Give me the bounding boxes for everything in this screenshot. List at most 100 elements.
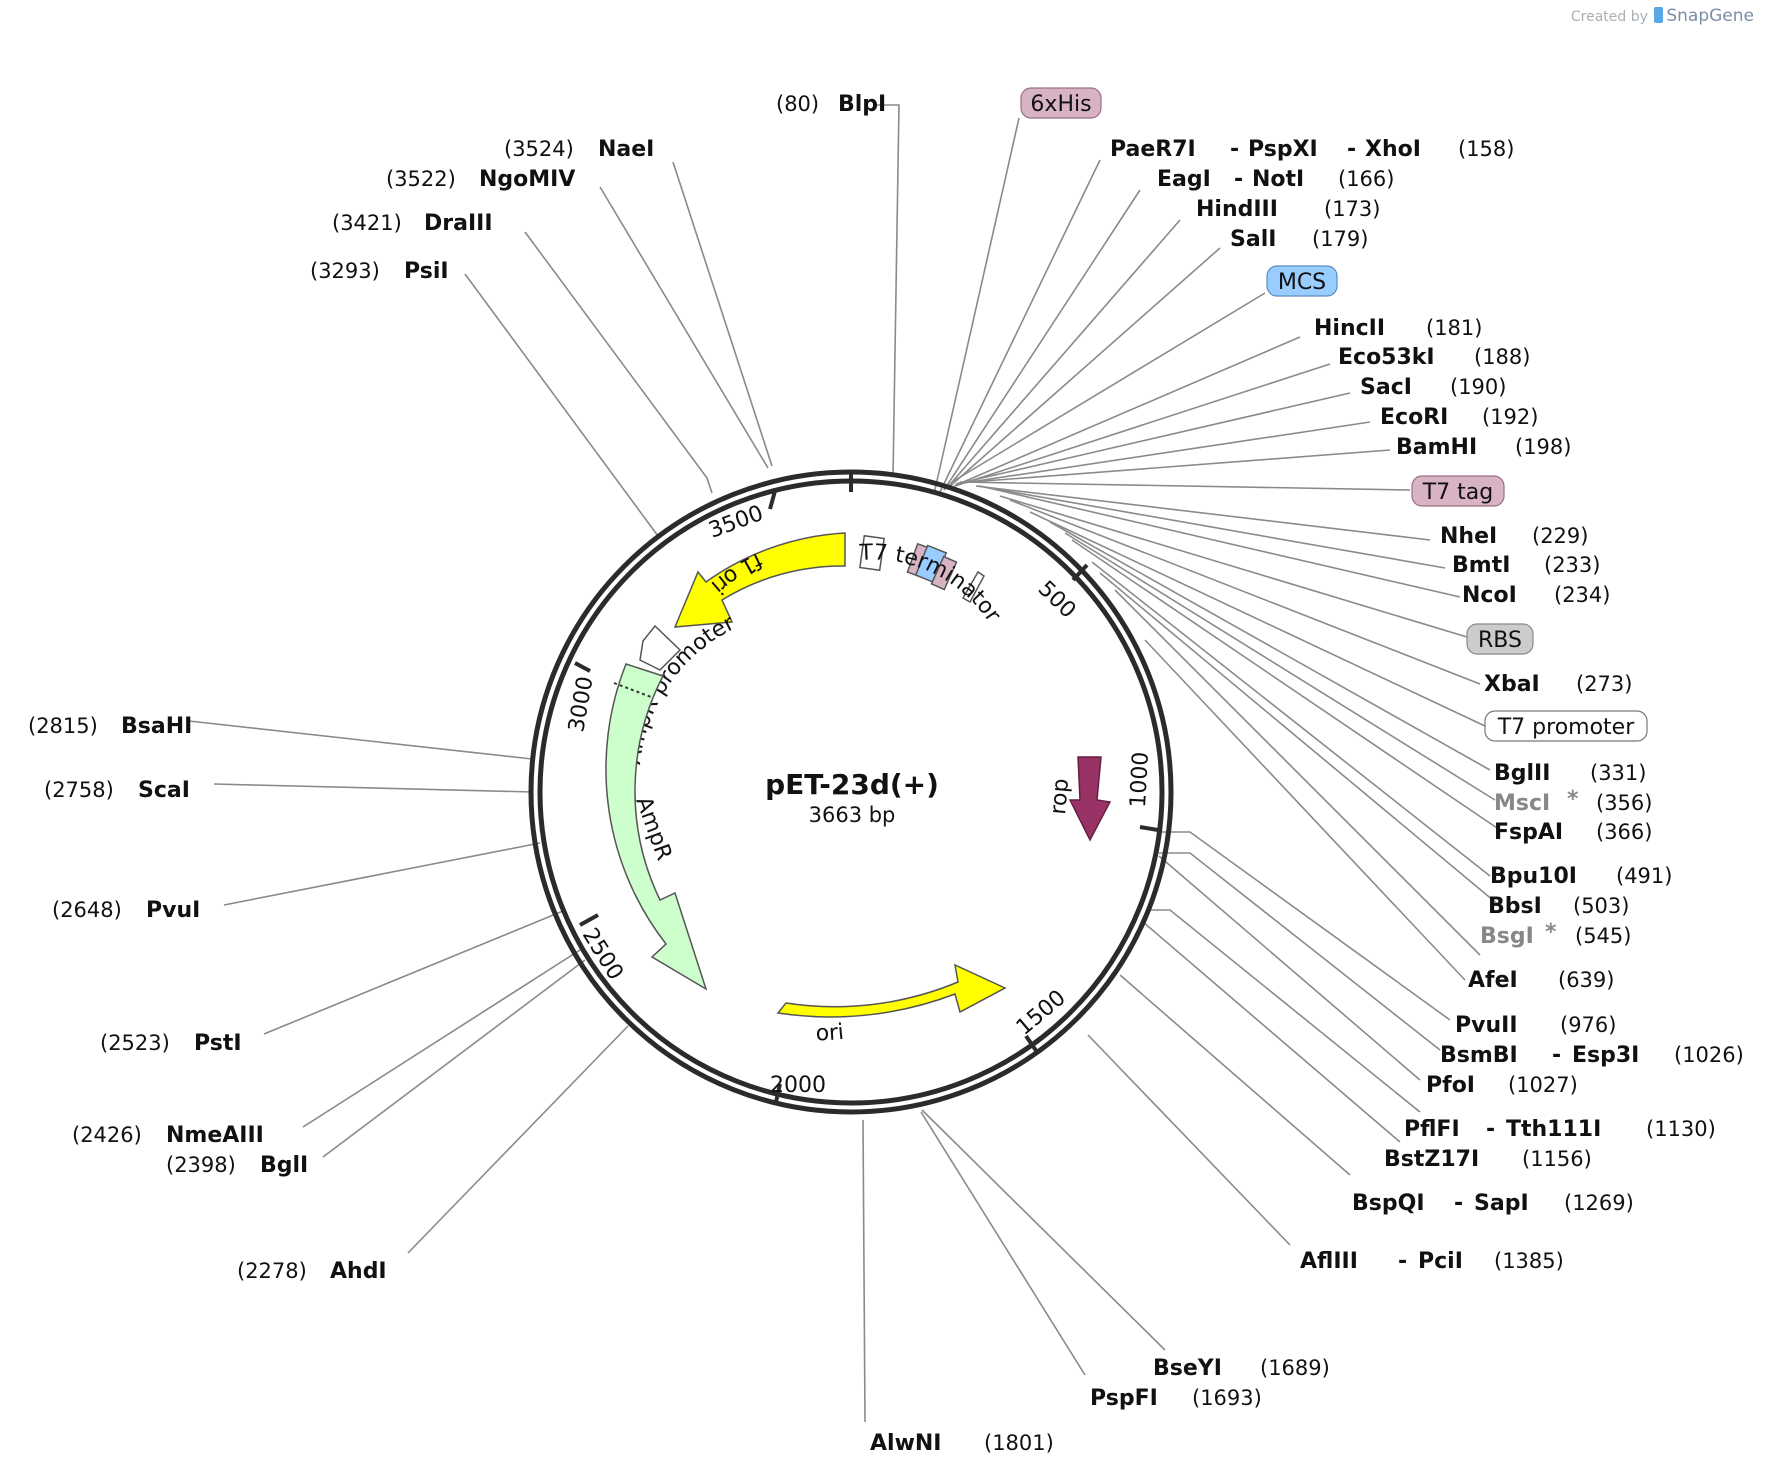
site-pos-bglii: (331): [1590, 761, 1646, 785]
leader-scai: [213, 783, 534, 793]
site-name-ncoi: NcoI: [1462, 583, 1517, 608]
boxed-feature-labels: 6xHis MCS T7 tag RBS T7 promoter: [1020, 87, 1648, 742]
feature-f1-ori: [673, 532, 846, 628]
site-name-bglii: BglII: [1494, 761, 1550, 786]
site-pos-pspfi: (1693): [1192, 1386, 1262, 1410]
site-name-sapi: SapI: [1474, 1191, 1529, 1216]
tick-label-1000: 1000: [1126, 751, 1154, 808]
label-box-t7tag: [1411, 475, 1505, 507]
leader-afei: [1144, 639, 1466, 981]
site-pos-draiii: (3421): [332, 211, 402, 235]
leader-eagi: [943, 189, 1141, 491]
site-name-fspai: FspAI: [1494, 820, 1563, 845]
leader-pvui: [223, 842, 541, 906]
site-name-bseyi: BseYI: [1153, 1356, 1222, 1381]
site-pos-bsmbi: (1026): [1674, 1043, 1744, 1067]
leader-paer7i: [939, 159, 1101, 493]
site-name-bspqi: BspQI: [1352, 1191, 1425, 1216]
plasmid-name: pET-23d(+): [765, 768, 939, 801]
leader-t7tag: [959, 481, 1411, 491]
feature-ampr-boundary: [613, 682, 652, 698]
leader-eco53ki: [954, 363, 1331, 487]
site-separator: -: [1552, 1043, 1561, 1068]
site-name-bgli: BglI: [260, 1153, 308, 1178]
site-name-blpi: BlpI: [838, 92, 886, 117]
site-name-pspfi: PspFI: [1090, 1386, 1158, 1411]
feature-t7-promoter-arrow: [961, 570, 985, 604]
feature-ampr: [605, 663, 708, 991]
site-name-bbsi: BbsI: [1488, 894, 1542, 919]
feature-ori: [776, 963, 1007, 1018]
site-pos-hincii: (181): [1426, 316, 1482, 340]
site-pos-blpi: (80): [776, 92, 819, 116]
leader-bbsi: [1099, 572, 1501, 907]
site-name-ecori: EcoRI: [1380, 405, 1448, 430]
site-name-bmti: BmtI: [1452, 553, 1510, 578]
site-name-eagi: EagI: [1157, 167, 1211, 192]
site-name-sali: SalI: [1230, 227, 1276, 252]
site-name-esp3i: Esp3I: [1572, 1043, 1639, 1068]
site-pos-bstz17i: (1156): [1522, 1147, 1592, 1171]
site-name-tth111i: Tth111I: [1506, 1117, 1601, 1142]
tick-label-2000: 2000: [770, 1073, 826, 1098]
leader-fspai: [1071, 539, 1501, 831]
site-name-pfoi: PfoI: [1426, 1073, 1475, 1098]
site-pos-scai: (2758): [44, 778, 114, 802]
site-name-ngomiv: NgoMIV: [479, 167, 575, 192]
leader-ahdi: [407, 1025, 629, 1254]
site-pos-pflfi: (1130): [1646, 1117, 1716, 1141]
leader-ecori: [956, 421, 1371, 485]
site-name-pvui: PvuI: [146, 898, 200, 923]
site-labels-left: (2278) AhdI (2398) BglI (2426) NmeAIII (…: [28, 137, 654, 1284]
site-name-bsmbi: BsmBI: [1440, 1043, 1518, 1068]
leader-pfoi: [1158, 855, 1421, 1081]
site-name-bpu10i: Bpu10I: [1490, 864, 1577, 889]
site-star-msci: *: [1567, 787, 1579, 812]
feature-t7-terminator-box: [859, 534, 885, 572]
leader-bglii: [1049, 521, 1491, 771]
site-name-saci: SacI: [1360, 375, 1412, 400]
tick-marks: [574, 472, 1159, 1103]
site-pos-psii: (3293): [310, 259, 380, 283]
site-name-nmeaiii: NmeAIII: [166, 1123, 264, 1148]
site-separator: -: [1486, 1117, 1495, 1142]
leader-psii: [464, 273, 659, 537]
site-pos-bbsi: (503): [1573, 894, 1629, 918]
leader-bstz17i: [1142, 921, 1401, 1143]
site-pos-bsahi: (2815): [28, 714, 98, 738]
site-name-psti: PstI: [194, 1031, 242, 1056]
site-name-bstz17i: BstZ17I: [1384, 1147, 1479, 1172]
site-pos-bgli: (2398): [166, 1153, 236, 1177]
site-pos-ahdi: (2278): [237, 1259, 307, 1283]
site-pos-bseyi: (1689): [1260, 1356, 1330, 1380]
leader-ncoi: [979, 485, 1461, 598]
site-pos-nmeaiii: (2426): [72, 1123, 142, 1147]
site-star-bsgi: *: [1545, 920, 1557, 945]
site-name-msci: MscI: [1494, 791, 1550, 816]
site-pos-afliii: (1385): [1494, 1249, 1564, 1273]
site-name-pvuii: PvuII: [1455, 1013, 1518, 1038]
site-leader-lines: [188, 104, 1501, 1423]
leader-bmti: [977, 485, 1446, 569]
site-pos-eagi: (166): [1338, 167, 1394, 191]
leader-alwni: [862, 1119, 866, 1423]
site-name-psii: PsiI: [404, 259, 449, 284]
site-name-pspxi: PspXI: [1248, 137, 1318, 162]
site-name-draiii: DraIII: [424, 211, 493, 236]
site-pos-afei: (639): [1558, 968, 1614, 992]
site-pos-alwni: (1801): [984, 1431, 1054, 1455]
site-name-afliii: AflIII: [1300, 1249, 1358, 1274]
site-name-paer7i: PaeR7I: [1110, 137, 1196, 162]
site-pos-ecori: (192): [1482, 405, 1538, 429]
site-separator: -: [1454, 1191, 1463, 1216]
leader-xbai: [1009, 499, 1481, 685]
feature-ori-label: ori: [816, 1020, 846, 1046]
site-pos-bmti: (233): [1544, 553, 1600, 577]
leader-blpi: [876, 104, 900, 478]
leader-afliii: [1087, 1034, 1291, 1246]
leader-t7promoter: [1029, 511, 1486, 727]
leader-sali: [947, 247, 1221, 489]
site-name-bsahi: BsaHI: [121, 714, 192, 739]
leader-msci: [1064, 532, 1496, 801]
